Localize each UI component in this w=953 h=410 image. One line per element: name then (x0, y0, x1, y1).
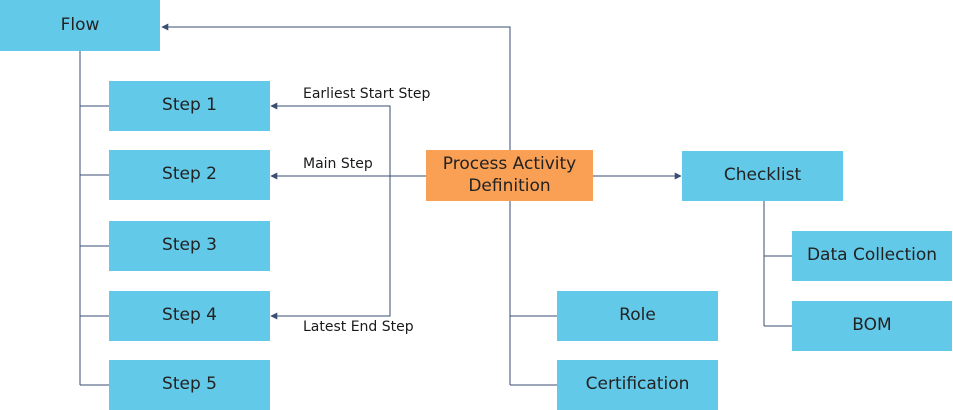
step-5-node: Step 5 (109, 360, 270, 410)
checklist-node: Checklist (682, 151, 843, 201)
role-node: Role (557, 291, 718, 341)
earliest-start-step-label: Earliest Start Step (303, 86, 431, 102)
data-collection-node: Data Collection (792, 231, 952, 281)
main-step-label: Main Step (303, 156, 373, 172)
latest-end-step-label: Latest End Step (303, 319, 414, 335)
step-1-node: Step 1 (109, 81, 270, 131)
process-activity-definition-node: Process Activity Definition (426, 150, 593, 201)
step-2-node: Step 2 (109, 150, 270, 200)
pad-title-line-1: Process Activity (442, 154, 577, 175)
pad-title-line-2: Definition (468, 175, 551, 196)
bom-node: BOM (792, 301, 952, 351)
flow-node: Flow (0, 0, 160, 51)
latest-end-arrow (270, 176, 391, 320)
step-4-node: Step 4 (109, 291, 270, 341)
certification-node: Certification (557, 360, 718, 410)
step-3-node: Step 3 (109, 221, 270, 271)
pad-to-flow-arrow (161, 23, 511, 150)
